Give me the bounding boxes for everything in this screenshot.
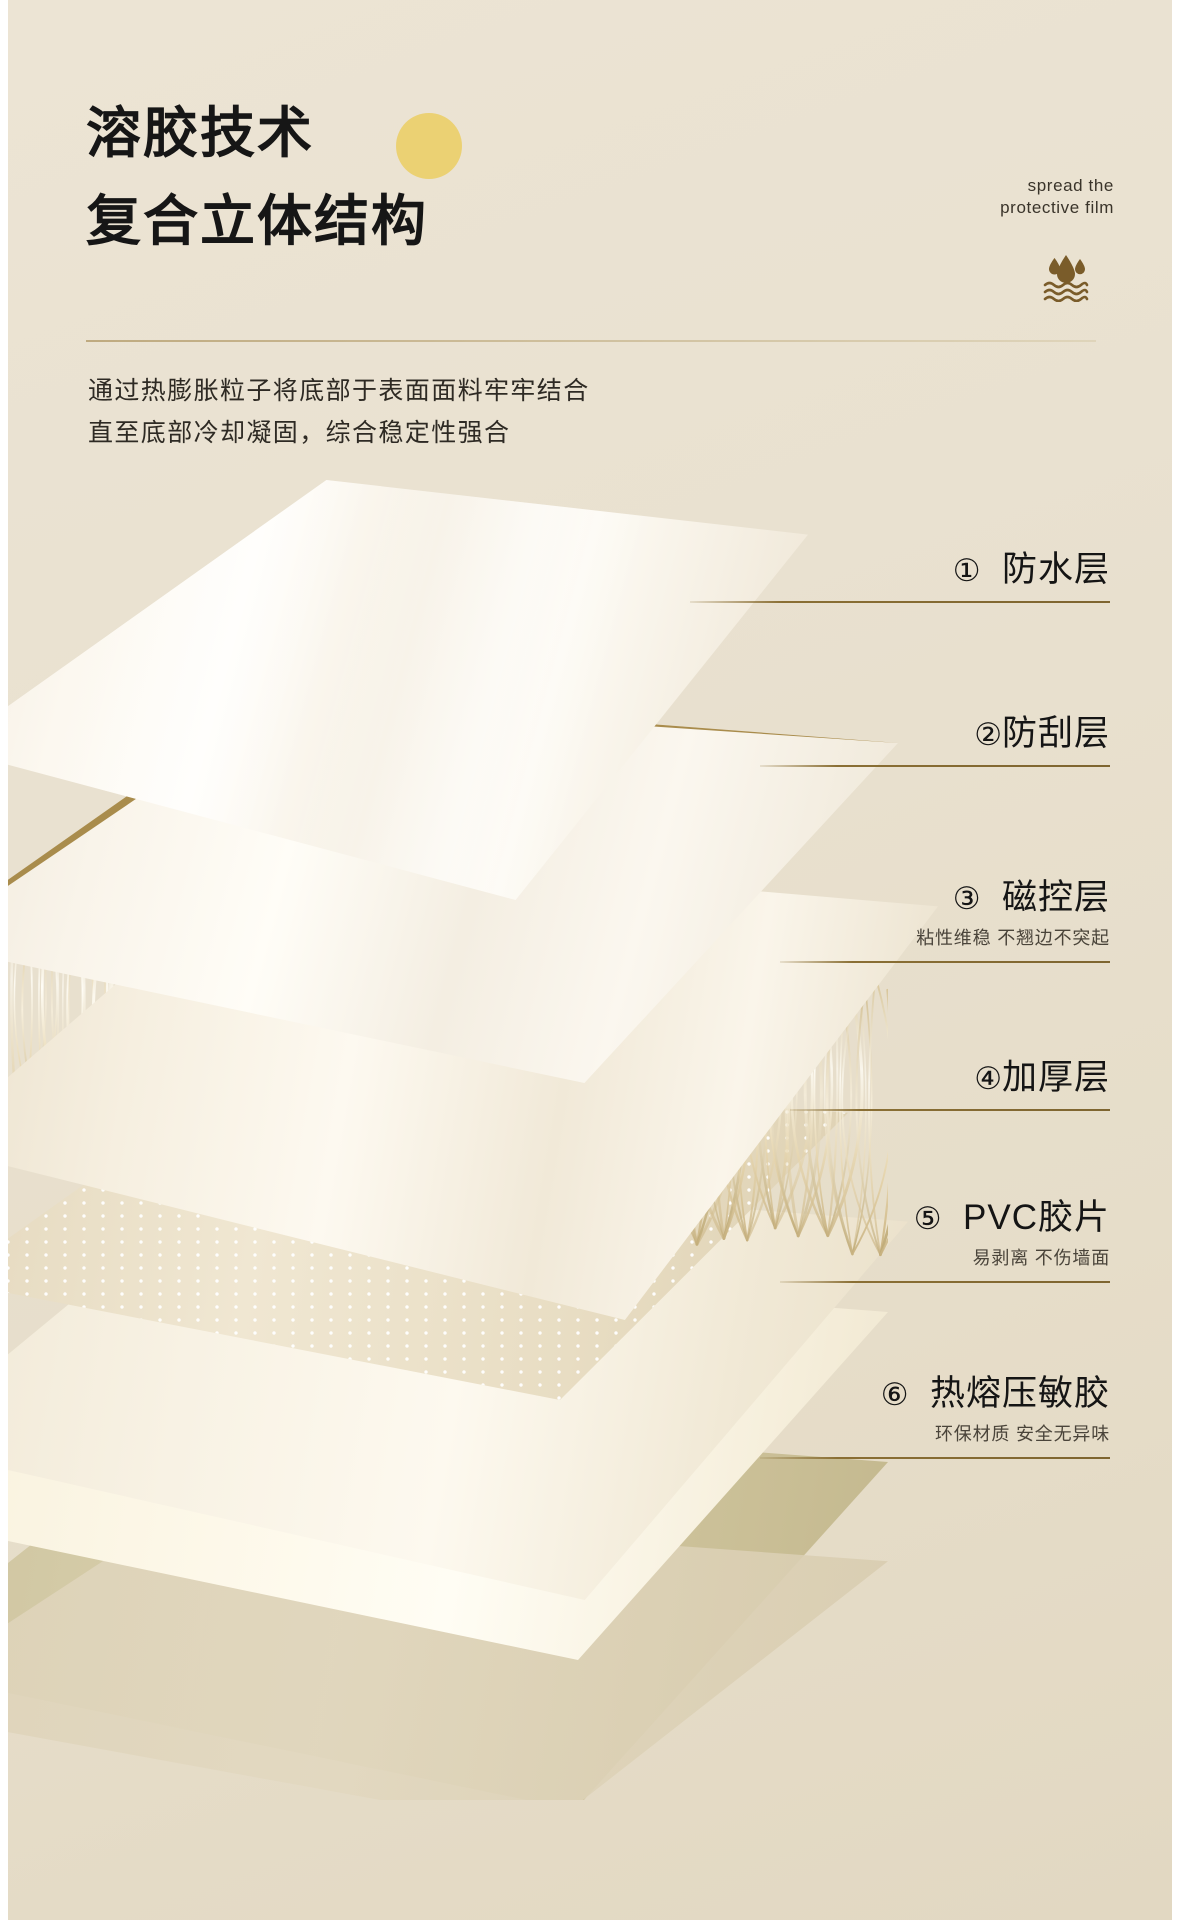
layer-label-2-rule bbox=[760, 765, 1110, 767]
layer-label-5-number: ⑤ bbox=[913, 1201, 942, 1236]
layer-label-2-number: ② bbox=[974, 717, 1002, 752]
layer-label-6-title: ⑥ 热熔压敏胶 bbox=[760, 1372, 1110, 1417]
layer-label-4-text: 加厚层 bbox=[1001, 1058, 1110, 1097]
description-text: 通过热膨胀粒子将底部于表面面料牢牢结合 直至底部冷却凝固，综合稳定性强合 bbox=[88, 370, 590, 454]
exploded-layer-illustration bbox=[8, 470, 1172, 1800]
layer-label-3-sub: 粘性维稳 不翘边不突起 bbox=[916, 928, 1110, 948]
layer-label-3-rule bbox=[780, 961, 1110, 963]
layer-label-4-title: ④加厚层 bbox=[790, 1056, 1110, 1101]
layer-label-5-title: ⑤ PVC胶片 bbox=[780, 1196, 1110, 1241]
description-line-1: 通过热膨胀粒子将底部于表面面料牢牢结合 bbox=[88, 377, 590, 405]
layer-label-3-text: 磁控层 bbox=[1001, 878, 1110, 917]
english-line-2: protective film bbox=[1000, 198, 1114, 217]
poster-canvas: 溶胶技术 复合立体结构 spread the protective film 通… bbox=[8, 0, 1172, 1920]
layer-label-4[interactable]: ④加厚层 bbox=[790, 1056, 1110, 1111]
layer-label-1-text: 防水层 bbox=[1001, 550, 1110, 589]
layer-label-6-rule bbox=[760, 1457, 1110, 1459]
layer-label-5-text: PVC胶片 bbox=[963, 1198, 1110, 1237]
layer-label-6-sub: 环保材质 安全无异味 bbox=[935, 1424, 1110, 1444]
title-line-1: 溶胶技术 bbox=[86, 102, 315, 164]
accent-circle bbox=[396, 113, 462, 179]
title-line-2: 复合立体结构 bbox=[86, 190, 429, 252]
layer-label-1-number: ① bbox=[952, 553, 981, 588]
english-line-1: spread the bbox=[1027, 176, 1114, 195]
description-line-2: 直至底部冷却凝固，综合稳定性强合 bbox=[88, 419, 511, 447]
layer-label-4-rule bbox=[790, 1109, 1110, 1111]
water-drop-waves-icon bbox=[1043, 255, 1089, 302]
layer-label-2-text: 防刮层 bbox=[1001, 714, 1110, 753]
layer-label-5-rule bbox=[780, 1281, 1110, 1283]
layer-label-6[interactable]: ⑥ 热熔压敏胶 环保材质 安全无异味 bbox=[760, 1372, 1110, 1459]
layer-label-3-number: ③ bbox=[952, 881, 981, 916]
layer-label-1[interactable]: ① 防水层 bbox=[690, 548, 1110, 603]
page-title: 溶胶技术 复合立体结构 bbox=[86, 100, 428, 254]
layer-label-6-number: ⑥ bbox=[880, 1377, 909, 1412]
english-tagline: spread the protective film bbox=[1000, 175, 1114, 219]
layer-label-3-title: ③ 磁控层 bbox=[780, 876, 1110, 921]
layer-label-1-title: ① 防水层 bbox=[690, 548, 1110, 593]
layer-label-3[interactable]: ③ 磁控层 粘性维稳 不翘边不突起 bbox=[780, 876, 1110, 963]
layer-label-4-number: ④ bbox=[974, 1061, 1002, 1096]
layer-label-2-title: ②防刮层 bbox=[760, 712, 1110, 757]
header-divider bbox=[86, 340, 1096, 342]
layer-label-2[interactable]: ②防刮层 bbox=[760, 712, 1110, 767]
layer-label-5-sub: 易剥离 不伤墙面 bbox=[972, 1248, 1110, 1268]
layer-label-6-text: 热熔压敏胶 bbox=[929, 1374, 1110, 1413]
layer-label-1-rule bbox=[690, 601, 1110, 603]
layer-label-5[interactable]: ⑤ PVC胶片 易剥离 不伤墙面 bbox=[780, 1196, 1110, 1283]
